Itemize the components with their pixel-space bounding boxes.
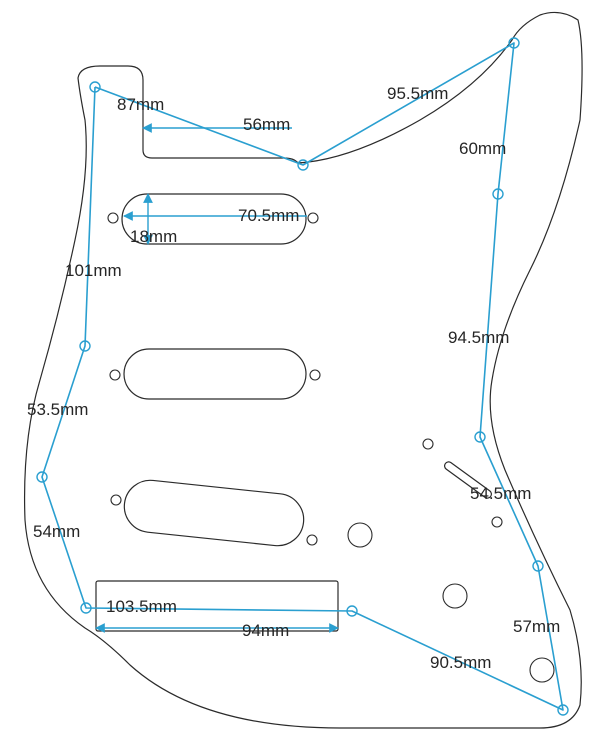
switch-slot — [443, 461, 493, 499]
label-87mm: 87mm — [117, 95, 164, 114]
jack-hole — [529, 657, 555, 683]
label-94-5mm: 94.5mm — [448, 328, 509, 347]
label-53-5mm: 53.5mm — [27, 400, 88, 419]
screw-point — [36, 471, 48, 483]
label-54-5mm: 54.5mm — [470, 484, 531, 503]
pickup-screw-hole — [110, 494, 122, 506]
pickup-screw-hole — [309, 369, 321, 381]
screw-point — [508, 37, 520, 49]
pickguard-outline — [23, 11, 583, 729]
screw-point — [532, 560, 544, 572]
label-94mm: 94mm — [242, 621, 289, 640]
screw-point — [492, 188, 504, 200]
pickup-screw-hole — [307, 212, 319, 224]
label-95-5mm: 95.5mm — [387, 84, 448, 103]
screw-point — [297, 159, 309, 171]
label-70-5mm: 70.5mm — [238, 206, 299, 225]
switch-screw-hole — [491, 516, 503, 528]
pickup-slot-middle — [123, 348, 307, 400]
pickup-screw-hole — [109, 369, 121, 381]
tone-knob-hole — [442, 583, 468, 609]
pickup-screw-hole — [306, 534, 318, 546]
screw-point — [79, 340, 91, 352]
label-18mm: 18mm — [130, 227, 177, 246]
label-101mm: 101mm — [65, 261, 122, 280]
screw-point — [557, 704, 569, 716]
screw-point — [89, 81, 101, 93]
label-60mm: 60mm — [459, 139, 506, 158]
label-90-5mm: 90.5mm — [430, 653, 491, 672]
measure-path-perimeter — [41, 42, 564, 711]
switch-screw-hole — [422, 438, 434, 450]
pickup-screw-hole — [107, 212, 119, 224]
pickup-slot-neck — [121, 193, 307, 245]
label-57mm: 57mm — [513, 617, 560, 636]
screw-point — [80, 602, 92, 614]
label-54mm: 54mm — [33, 522, 80, 541]
screw-point — [474, 431, 486, 443]
pickup-slot-bridge — [123, 479, 305, 547]
volume-knob-hole — [347, 522, 373, 548]
label-103-5mm: 103.5mm — [106, 597, 177, 616]
label-56mm: 56mm — [243, 115, 290, 134]
screw-point — [346, 605, 358, 617]
